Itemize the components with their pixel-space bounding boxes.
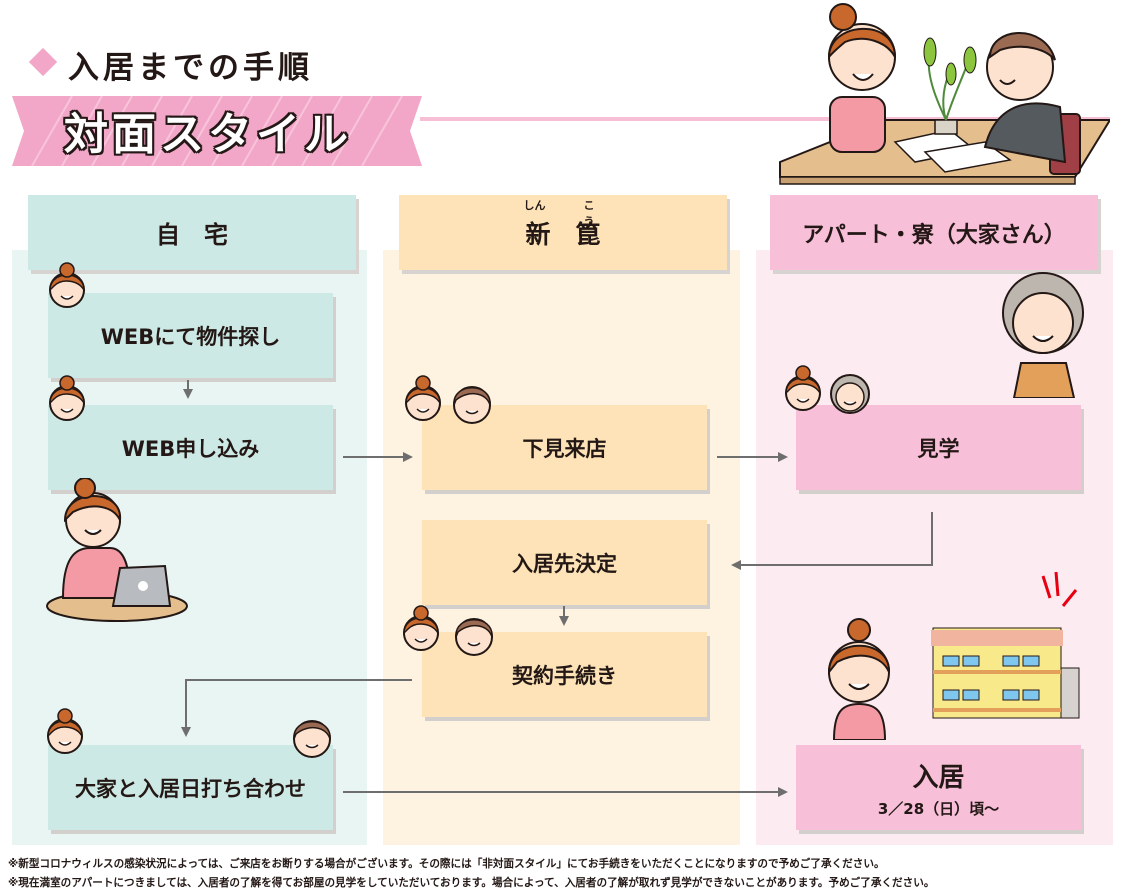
step-viewing: 見学 — [796, 405, 1081, 490]
step-web-search-label: WEBにて物件探し — [100, 324, 281, 349]
man-avatar-icon — [293, 720, 331, 758]
woman-avatar-icon — [47, 708, 83, 754]
step-move-date-meeting-label: 大家と入居日打ち合わせ — [75, 776, 306, 801]
arrow-viewing-to-decision — [731, 512, 933, 570]
elderly-woman-icon — [1002, 272, 1084, 398]
page-title: 入居までの手順 — [68, 50, 313, 86]
meeting-table-illustration — [779, 3, 1110, 185]
woman-avatar-icon — [403, 605, 439, 651]
woman-avatar-icon — [785, 365, 821, 411]
column-header-apartment-label: アパート・寮（大家さん） — [802, 222, 1066, 248]
column-header-agent: しん こう 新 箟 — [399, 195, 727, 270]
column-header-apartment: アパート・寮（大家さん） — [770, 195, 1098, 270]
apartment-building-icon — [931, 571, 1080, 719]
arrow-contract-to-meeting — [181, 679, 412, 737]
step-web-apply: WEB申し込み — [48, 405, 333, 490]
man-avatar-icon — [455, 618, 493, 656]
woman-avatar-icon — [49, 262, 85, 308]
header-divider — [420, 117, 1110, 121]
column-header-home-label: 自 宅 — [156, 221, 228, 249]
agent-ruby-1: しん — [523, 198, 546, 212]
laptop-icon — [46, 478, 188, 622]
elderly-woman-icon — [830, 374, 870, 414]
column-header-agent-label: 新 箟 — [525, 219, 601, 249]
title-banner — [12, 96, 422, 166]
step-move-in-date: 3／28（日）頃～ — [877, 799, 1000, 818]
step-move-in-label: 入居 — [912, 762, 965, 793]
step-contract-label: 契約手続き — [512, 663, 617, 688]
step-web-apply-label: WEB申し込み — [121, 436, 260, 461]
footnote-2: ※現在満室のアパートにつきましては、入居者の了解を得てお部屋の見学をしていただい… — [8, 877, 935, 889]
step-move-date-meeting: 大家と入居日打ち合わせ — [48, 745, 333, 830]
step-web-search: WEBにて物件探し — [48, 293, 333, 378]
step-decision: 入居先決定 — [422, 520, 707, 605]
man-avatar-icon — [453, 386, 491, 424]
woman-avatar-icon — [49, 375, 85, 421]
step-viewing-label: 見学 — [917, 436, 960, 461]
step-store-visit-label: 下見来店 — [522, 436, 607, 461]
style-title: 対面スタイル — [64, 109, 352, 160]
woman-avatar-icon — [405, 375, 441, 421]
column-header-home: 自 宅 — [28, 195, 356, 270]
woman-avatar-icon — [827, 618, 891, 740]
step-decision-label: 入居先決定 — [512, 551, 617, 576]
step-move-in: 入居 3／28（日）頃～ — [796, 745, 1081, 830]
footnote-1: ※新型コロナウィルスの感染状況によっては、ご来店をお断りする場合がございます。そ… — [8, 858, 885, 870]
agent-ruby-2: こう — [583, 198, 595, 228]
